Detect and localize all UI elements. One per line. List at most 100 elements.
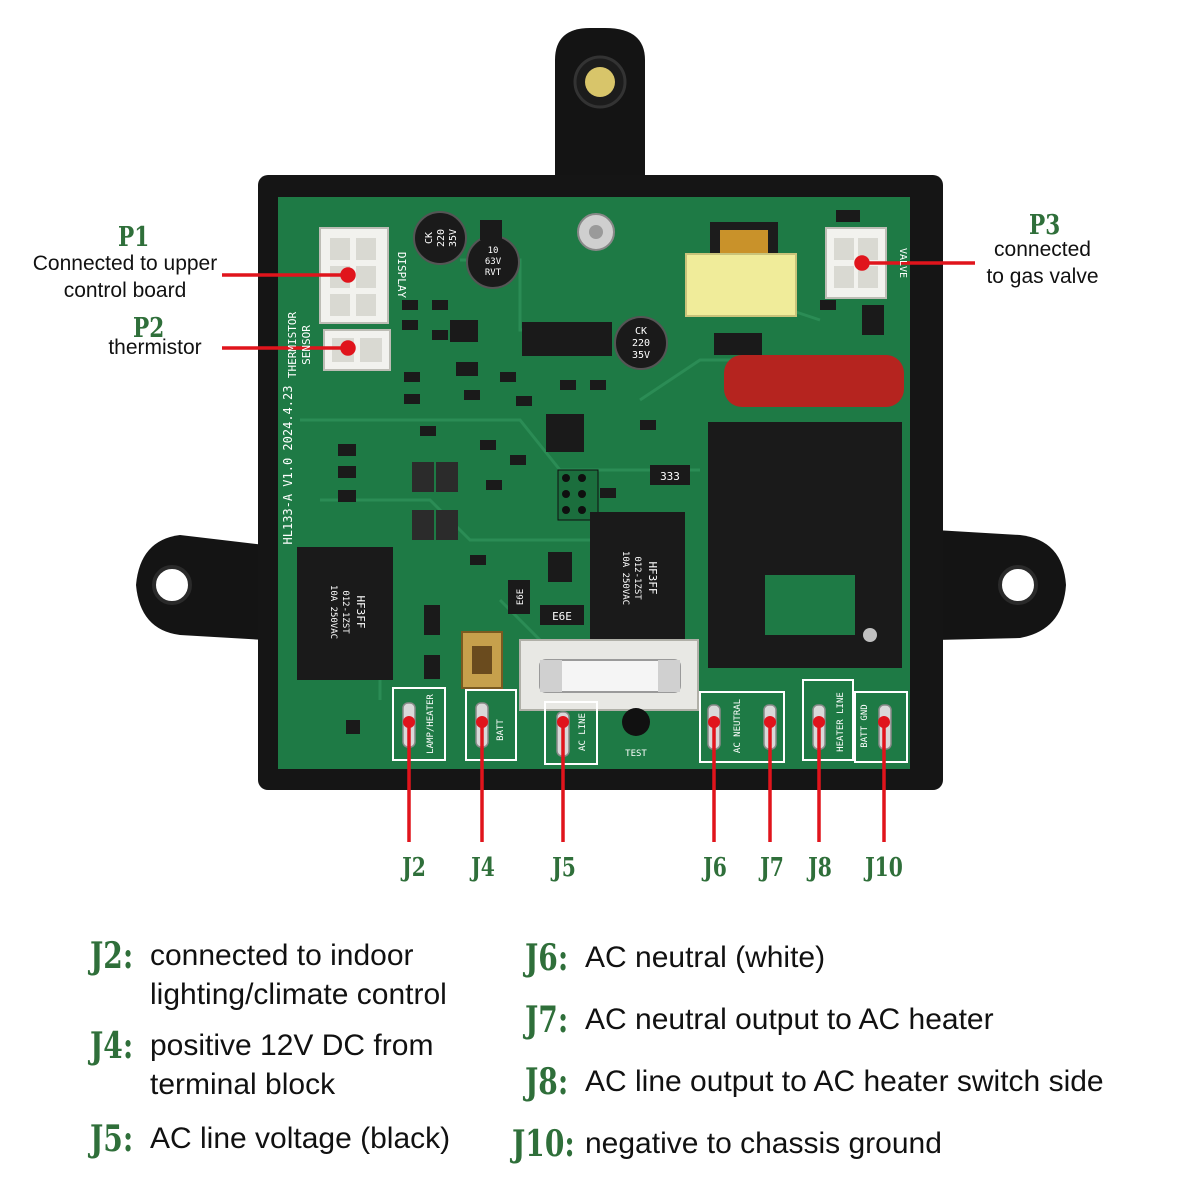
silk-valve: VALVE [897,248,908,278]
legend-item-j7: J7: AC neutral output to AC heater [525,1000,1185,1040]
terminal-label-j5: J5 [552,853,576,883]
pointer-dot-j7 [764,716,776,728]
legend-desc-j10: negative to chassis ground [585,1127,942,1160]
capacitor-3 [614,316,668,370]
cap2-line-1: 10 [488,246,499,256]
legend-desc-j2: connected to indoor lighting/climate con… [150,939,447,1011]
legend-key-j5: J5: [90,1118,134,1160]
resistor-e6e-1 [508,580,530,614]
pointer-dot-j2 [403,716,415,728]
silk-display: DISPLAY [395,252,408,299]
callout-p2-code: P2 [133,313,165,344]
callout-pointers [222,255,975,356]
callout-p2-line-1: thermistor [108,336,202,359]
resistor-333 [650,465,690,485]
capacitor-1 [413,211,467,265]
legend-key-j8: J8: [525,1061,569,1103]
silk-sensor: SENSOR [300,325,313,365]
resistor-333-label: 333 [660,470,680,483]
cap1-line-1: CK [424,232,435,244]
callout-p1-line-2: control board [63,279,187,302]
callout-p1-line-1: Connected to upper [32,252,218,275]
terminal-label-j10: J10 [865,853,903,883]
silk-heater-line: HEATER LINE [836,692,846,752]
ic-chip-3 [450,320,478,342]
legend-item-j6: J6: AC neutral (white) [525,938,1185,978]
silk-model: HL133-A V1.0 2024.4.23 [281,386,295,545]
film-capacitor [724,355,904,407]
legend-key-j6: J6: [525,937,569,979]
legend-item-j2: J2: connected to indoor lighting/climate… [90,936,510,1014]
legend-item-j10: J10: negative to chassis ground [512,1124,1185,1164]
cap2-line-2: 63V [485,257,502,267]
silk-batt-gnd: BATT GND [860,704,870,747]
cap3-line-2: 220 [632,338,650,349]
relay1-line-3: 10A 250VAC [328,585,338,639]
legend-item-j8: J8: AC line output to AC heater switch s… [525,1062,1185,1102]
legend-item-j5: J5: AC line voltage (black) [90,1119,510,1159]
terminal-boxes [392,679,908,765]
terminal-pointers [403,716,890,842]
ic-chip-1 [522,322,612,356]
callout-p3-code: P3 [1029,210,1061,241]
cap2-line-3: RVT [485,268,502,278]
pin-header [557,469,599,521]
ic-chip-4 [480,220,502,240]
silk-test: TEST [625,749,647,759]
test-hole [622,708,650,736]
relay-1 [297,547,393,680]
relay2-line-2: 012-1ZST [632,556,642,600]
board-print: DISPLAY THERMISTOR SENSOR HL133-A V1.0 2… [281,229,908,759]
silk-ac-line: AC LINE [578,713,588,751]
terminal-label-j7: J7 [760,853,784,883]
relay2-line-1: HF3FF [646,561,659,594]
pointer-dot-j10 [878,716,890,728]
cap1-line-2: 220 [436,229,447,247]
relay2-line-3: 10A 250VAC [620,551,630,605]
callout-p3-line-1: connected [994,238,1091,261]
legend-desc-j4: positive 12V DC from terminal block [150,1029,434,1101]
legend-item-j4: J4: positive 12V DC from terminal block [90,1026,510,1104]
relay1-line-2: 012-1ZST [340,590,350,634]
silk-lamp-heater: LAMP/HEATER [426,694,436,754]
legend-key-j2: J2: [90,935,134,977]
smd-components [338,210,860,734]
terminal-label-j2: J2 [402,853,426,883]
legend-desc-j8: AC line output to AC heater switch side [585,1065,1104,1098]
pointer-dot-j6 [708,716,720,728]
cap3-line-1: CK [635,326,647,337]
silk-thermistor: THERMISTOR [286,312,299,379]
relay-2 [590,512,685,647]
cap1-line-3: 35V [448,229,459,247]
terminal-label-j6: J6 [703,853,727,883]
pointer-dot-j4 [476,716,488,728]
pointer-dot-j5 [557,716,569,728]
callout-p3-line-2: to gas valve [986,265,1099,288]
resistor-e6e-2 [540,605,584,625]
resistor-e6e-2-label: E6E [552,610,572,623]
terminal-label-j8: J8 [808,853,832,883]
resistor-e6e-1-label: E6E [516,589,526,605]
silk-ac-neutral: AC NEUTRAL [733,699,743,753]
callout-p3-desc: connected to gas valve [975,236,1110,290]
relay1-line-1: HF3FF [354,595,367,628]
legend-desc-j7: AC neutral output to AC heater [585,1003,994,1036]
mount-hole-left [152,565,192,605]
terminal-label-j4: J4 [471,853,495,883]
smd-resistors [412,462,458,540]
transformer [685,253,797,317]
legend-key-j7: J7: [525,999,569,1041]
callout-p1-desc: Connected to upper control board [20,250,230,304]
ic-chip-2 [546,414,584,452]
cap3-line-3: 35V [632,350,650,361]
mount-tab-left [136,535,265,640]
silk-batt: BATT [496,719,506,741]
legend-key-j10: J10: [512,1123,575,1165]
pointer-dot-j8 [813,716,825,728]
legend-desc-j5: AC line voltage (black) [150,1122,451,1155]
mount-hole-top-brass [585,67,615,97]
callout-p2-desc: thermistor [90,334,220,361]
callout-p1-code: P1 [118,222,150,253]
